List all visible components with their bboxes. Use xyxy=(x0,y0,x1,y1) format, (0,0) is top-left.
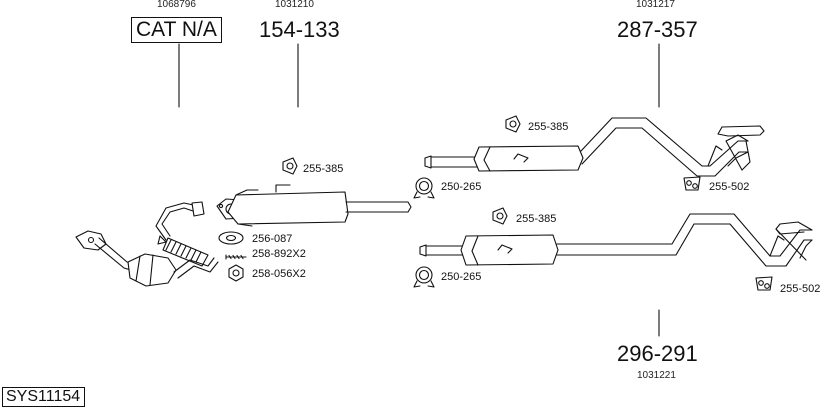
hanger-mid-label: 255-385 xyxy=(303,163,344,175)
rear-upper-part-label: 287-357 xyxy=(617,17,698,42)
leader-lines xyxy=(178,43,660,337)
rubber-upper-label: 255-502 xyxy=(709,181,750,193)
clamp-lower-label: 250-265 xyxy=(441,271,482,283)
hanger-icon xyxy=(282,157,298,175)
bolt-icon xyxy=(225,254,247,260)
clamp-icon xyxy=(413,177,435,199)
rear-upper-drawing xyxy=(424,117,765,177)
system-code-label: SYS11154 xyxy=(2,387,86,407)
rubber-mount-icon xyxy=(683,176,701,191)
gasket-icon xyxy=(218,231,244,245)
rear-lower-ref-number: 1031221 xyxy=(637,370,676,381)
hanger-upper-label: 255-385 xyxy=(528,121,569,133)
catalytic-converter-drawing xyxy=(75,201,219,287)
front-pipe-drawing xyxy=(216,184,412,227)
rear-lower-part-label: 296-291 xyxy=(617,341,698,366)
gasket-label: 256-087 xyxy=(252,233,293,245)
clamp-icon xyxy=(413,266,435,288)
hanger-icon xyxy=(505,115,521,133)
front-pipe-part-label: 154-133 xyxy=(259,17,340,42)
hanger-icon xyxy=(492,207,508,225)
cat-ref-number: 1068796 xyxy=(157,0,196,10)
rubber-lower-label: 255-502 xyxy=(780,283,821,295)
nut-icon xyxy=(228,264,244,282)
rear-upper-ref-number: 1031217 xyxy=(636,0,675,10)
clamp-upper-label: 250-265 xyxy=(441,181,482,193)
cat-part-label: CAT N/A xyxy=(131,17,222,43)
rubber-mount-icon xyxy=(755,276,773,291)
front-pipe-ref-number: 1031210 xyxy=(275,0,314,10)
nut-label: 258-056X2 xyxy=(252,268,306,280)
bolt-label: 258-892X2 xyxy=(252,248,306,260)
rear-lower-drawing xyxy=(419,213,813,267)
hanger-lower-label: 255-385 xyxy=(516,213,557,225)
